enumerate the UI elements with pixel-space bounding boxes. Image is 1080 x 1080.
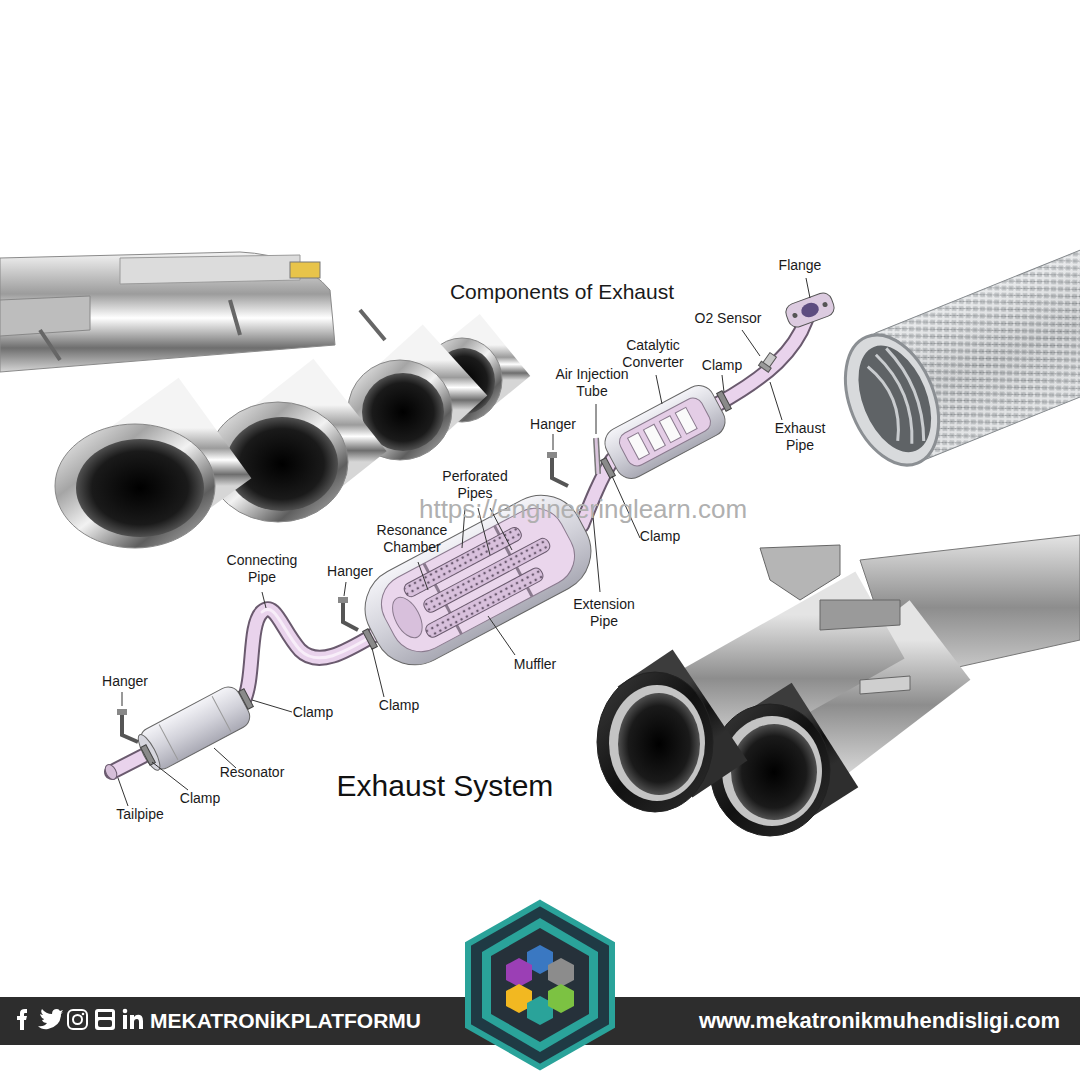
part-label: Hanger [327, 563, 373, 580]
carbon-tips-photo [597, 535, 1080, 836]
exhaust-system-drawing [103, 291, 837, 782]
part-label: Extension Pipe [564, 596, 644, 630]
flex-pipe-photo [828, 247, 1080, 479]
part-label: Muffler [514, 656, 557, 673]
website-url: www.mekatronikmuhendisligi.com [699, 1008, 1060, 1034]
brand-name: MEKATRONİKPLATFORMU [150, 1008, 421, 1033]
part-label: Clamp [702, 357, 742, 374]
part-label: Clamp [640, 528, 680, 545]
platform-logo [468, 903, 612, 1067]
leader-lines [118, 278, 810, 806]
diagram-caption: Exhaust System [337, 768, 554, 804]
part-label: Hanger [102, 673, 148, 690]
part-label: Flange [779, 257, 822, 274]
part-label: Air Injection Tube [540, 366, 644, 400]
watermark: https://engineeringlearn.com [419, 494, 747, 525]
part-label: Tailpipe [116, 806, 163, 823]
part-label: Clamp [180, 790, 220, 807]
social-icons [17, 1009, 143, 1030]
part-label: Exhaust Pipe [764, 420, 836, 454]
part-label: Connecting Pipe [222, 552, 302, 586]
part-label: Hanger [530, 416, 576, 433]
part-label: Resonator [220, 764, 285, 781]
part-label: Resonance Chamber [367, 522, 457, 556]
part-label: O2 Sensor [695, 310, 762, 327]
diagram-title: Components of Exhaust [450, 279, 674, 304]
part-label: Clamp [293, 704, 333, 721]
part-label: Catalytic Converter [613, 337, 693, 371]
part-label: Clamp [379, 697, 419, 714]
